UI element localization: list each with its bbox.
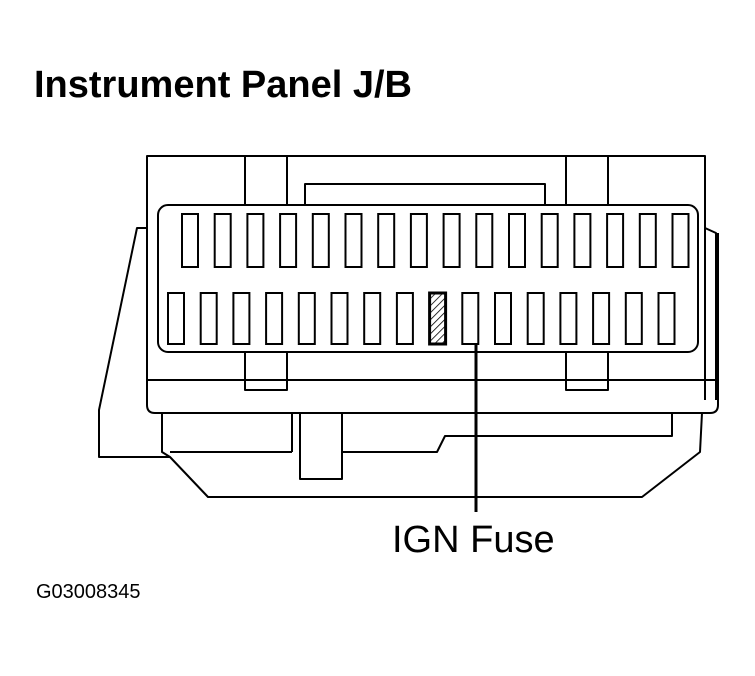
upper-fuse-slot [475, 213, 494, 268]
upper-fuse-slot [377, 213, 396, 268]
upper-fuse-slot [573, 213, 592, 268]
diagram-title: Instrument Panel J/B [34, 64, 412, 106]
lower-fuse-slot [363, 292, 382, 345]
upper-fuse-slot [311, 213, 330, 268]
lower-fuse-slot [592, 292, 611, 345]
lower-fuse-slot [199, 292, 218, 345]
lower-fuse-slot [330, 292, 349, 345]
upper-fuse-slot [246, 213, 265, 268]
upper-fuse-slot [213, 213, 232, 268]
upper-fuse-slot [409, 213, 428, 268]
upper-fuse-slot [540, 213, 559, 268]
ign-fuse-label: IGN Fuse [392, 519, 555, 561]
upper-fuse-slot [442, 213, 461, 268]
ign-fuse-slot [428, 291, 448, 346]
upper-fuse-slot [671, 213, 690, 268]
lower-fuse-slot [657, 292, 676, 345]
lower-fuse-slot [297, 292, 316, 345]
lower-fuse-slot [494, 292, 512, 345]
lower-fuse-slot [167, 292, 185, 345]
upper-fuse-slot [606, 213, 625, 268]
figure-code: G03008345 [36, 581, 141, 603]
lower-fuse-slot [624, 292, 643, 345]
lower-fuse-slot [265, 292, 284, 345]
lower-fuse-slot [461, 292, 480, 345]
lower-fuse-row [167, 291, 676, 346]
lower-fuse-slot [232, 292, 251, 345]
upper-fuse-slot [508, 213, 526, 268]
housing-outline [98, 155, 719, 498]
upper-fuse-row [181, 213, 690, 268]
upper-fuse-slot [279, 213, 298, 268]
lower-fuse-slot [526, 292, 545, 345]
upper-fuse-slot [638, 213, 657, 268]
lower-fuse-slot [559, 292, 578, 345]
upper-fuse-slot [344, 213, 363, 268]
upper-fuse-slot [181, 213, 199, 268]
lower-fuse-slot [395, 292, 414, 345]
